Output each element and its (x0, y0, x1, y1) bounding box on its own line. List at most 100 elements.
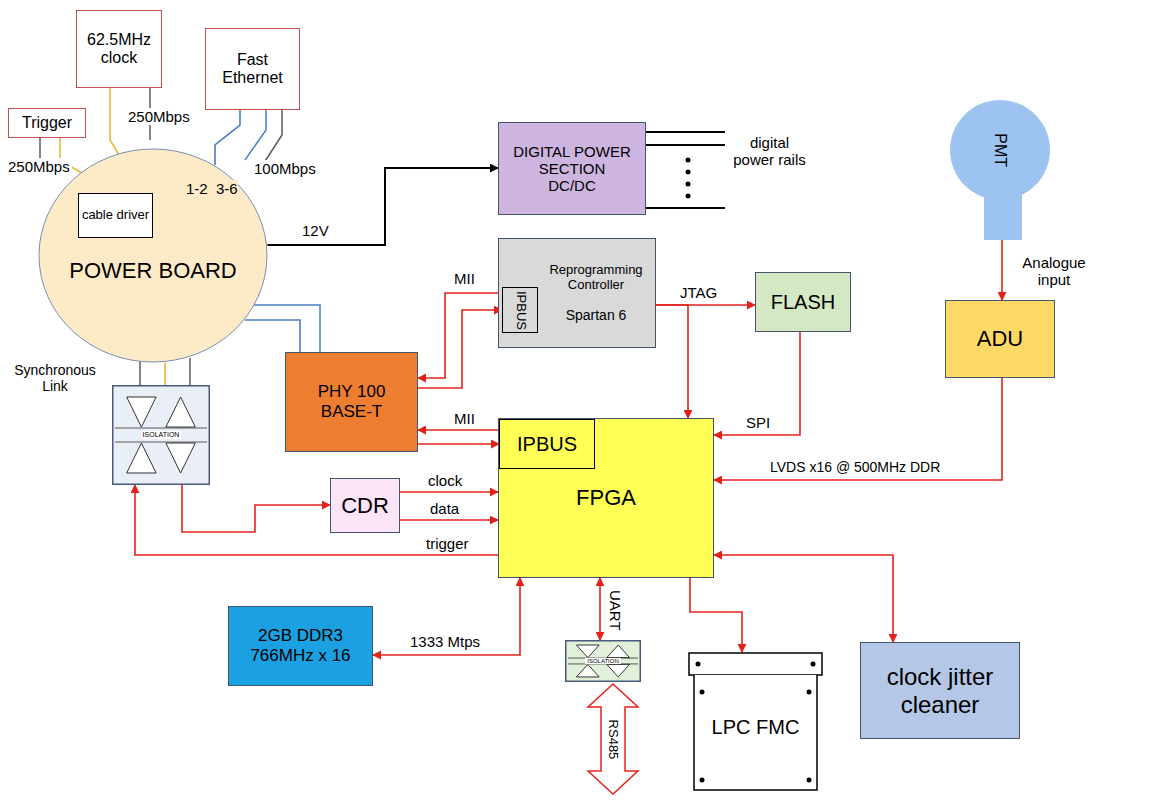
buffer-symbol (127, 397, 156, 427)
input-box: Trigger (8, 108, 86, 138)
connector (418, 429, 499, 431)
shape-outline (38, 148, 268, 363)
node-text: clock jitter cleaner (871, 663, 1009, 718)
input-box: Fast Ethernet (205, 28, 300, 110)
connector (400, 519, 498, 521)
ipbus-box: IPBUS (502, 287, 538, 333)
rail-dots (686, 158, 691, 199)
edge-label: 12V (300, 222, 331, 239)
ethernet-wire (258, 110, 282, 172)
clock-wire (149, 88, 151, 140)
rail-dot (686, 194, 691, 199)
node-text: IPBUS (517, 433, 577, 456)
sync-wire (139, 360, 141, 385)
rs485-arrow: RS485 (587, 683, 639, 795)
fmc-body (694, 675, 817, 790)
fmc-hole (807, 778, 812, 783)
buffer-symbol (576, 664, 599, 677)
edge-label: SPI (744, 414, 772, 431)
node-text: PHY 100 BASE-T (300, 382, 403, 421)
power-board: POWER BOARD cable driver (38, 148, 268, 363)
edge-label: MII (452, 270, 477, 287)
connector (714, 555, 893, 642)
node-text: ISOLATION (141, 431, 182, 439)
double-arrow (588, 684, 638, 794)
ipbus-box: IPBUS (499, 419, 595, 469)
text-label: digital power rails (732, 134, 807, 169)
connector (418, 443, 499, 445)
node-text: RS485 (606, 719, 621, 759)
flash-box: FLASH (755, 272, 851, 332)
edge-label: 1333 Mtps (408, 633, 482, 650)
buffer-symbol (166, 397, 195, 427)
connector (267, 168, 498, 245)
input-box: 62.5MHz clock (76, 10, 162, 88)
buffer-symbol (576, 645, 599, 658)
edge-label: JTAG (678, 284, 719, 301)
connector (714, 378, 1002, 480)
edge-label: clock (426, 472, 464, 489)
edge-label: LVDS x16 @ 500MHz DDR (768, 459, 942, 475)
isolation-barrier (115, 442, 207, 443)
connector (164, 362, 166, 385)
edge-label: 250Mbps (6, 158, 72, 175)
node-text: FPGA (576, 485, 636, 510)
connector (418, 293, 502, 378)
fmc-top (689, 653, 822, 675)
fpga-box: FPGA IPBUS (498, 418, 714, 578)
node-text: Trigger (22, 114, 72, 132)
node-text: PMT (991, 133, 1009, 167)
connector (690, 578, 742, 652)
rail-dot (686, 158, 691, 163)
node-text: DIGITAL POWER SECTION (507, 143, 637, 178)
node-text: ADU (977, 326, 1023, 351)
fmc-hole (700, 690, 705, 695)
node-text: cable driver (82, 208, 149, 223)
node-text: IPBUS (513, 290, 528, 329)
jitter-cleaner-box: clock jitter cleaner (860, 642, 1020, 739)
node-text: POWER BOARD (69, 258, 236, 283)
cdr-box: CDR (330, 478, 400, 533)
node-text: Spartan 6 (566, 307, 627, 323)
cable-driver-box: cable driver (78, 193, 153, 238)
connector (245, 320, 300, 352)
power-section-box: DIGITAL POWER SECTIONDC/DC (498, 122, 646, 215)
edge-label: trigger (424, 535, 471, 552)
connector (418, 310, 502, 388)
fmc-hole (807, 690, 812, 695)
isolator-outline (566, 641, 641, 682)
node-text: FLASH (771, 291, 835, 314)
connector (656, 305, 688, 418)
node-text: 62.5MHz clock (83, 31, 155, 68)
node-text: Reprogramming Controller (541, 263, 651, 293)
fmc-hole (696, 662, 701, 667)
edge-label: 100Mbps (252, 160, 318, 177)
node-text: 2GB DDR3 766MHz x 16 (247, 626, 354, 665)
pmt-head (950, 100, 1050, 200)
buffer-symbol (607, 645, 630, 658)
text-label: Synchronous Link (4, 362, 106, 394)
edge-label: MII (452, 410, 477, 427)
node-text: CDR (341, 493, 389, 518)
connector (373, 578, 520, 655)
node-text: Fast Ethernet (214, 51, 291, 88)
edge-label: Analogue input (1012, 254, 1096, 289)
connector (135, 485, 498, 555)
buffer-symbol (127, 443, 156, 473)
ethernet-wire (245, 110, 266, 160)
edge-label: data (428, 500, 461, 517)
phy-box: PHY 100 BASE-T (285, 352, 418, 452)
adu-box: ADU (945, 300, 1055, 378)
isolator-box: ISOLATION (112, 385, 210, 485)
pmt-tube: PMT (950, 100, 1050, 240)
edge-label: UART (607, 588, 624, 633)
node-text: LPC FMC (712, 716, 800, 739)
node-text: ISOLATION (585, 658, 621, 665)
connector (714, 332, 800, 435)
buffer-symbol (607, 664, 630, 677)
isolator-outline (113, 386, 210, 485)
sync-wire (189, 358, 191, 385)
connector (1001, 240, 1003, 300)
connector (215, 110, 240, 165)
